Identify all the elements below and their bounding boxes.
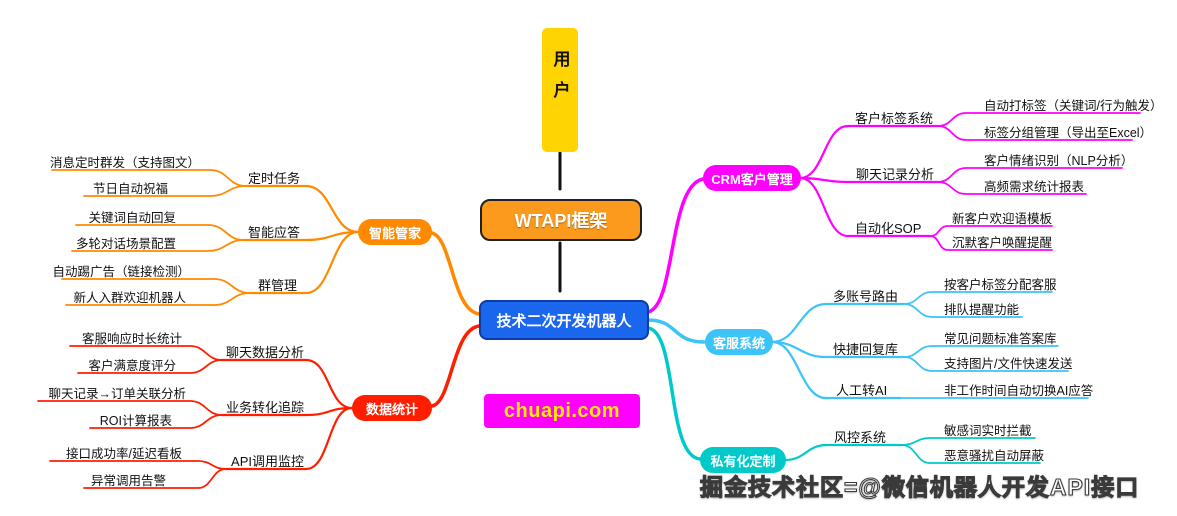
watermark-text: 掘金技术社区=@微信机器人开发API接口 bbox=[699, 473, 1140, 500]
leaf-node[interactable]: 节日自动祝福 bbox=[92, 182, 168, 196]
leaf-node[interactable]: 支持图片/文件快速发送 bbox=[944, 357, 1073, 371]
leaf-node[interactable]: 关键词自动回复 bbox=[88, 211, 176, 225]
node-smart-butler[interactable]: 智能管家 bbox=[358, 219, 432, 245]
leaf-node[interactable]: 按客户标签分配客服 bbox=[944, 278, 1057, 292]
leaf-node[interactable]: 敏感词实时拦截 bbox=[944, 424, 1032, 438]
node-multi-account-routing[interactable]: 多账号路由 bbox=[833, 289, 899, 304]
leaf-node[interactable]: 非工作时间自动切换AI应答 bbox=[944, 384, 1094, 398]
node-chat-record-analysis[interactable]: 聊天记录分析 bbox=[856, 167, 935, 182]
node-human-to-ai[interactable]: 人工转AI bbox=[836, 383, 888, 398]
node-service-system[interactable]: 客服系统 bbox=[705, 329, 773, 355]
leaf-node[interactable]: 异常调用告警 bbox=[90, 474, 166, 488]
site-label[interactable]: chuapi.com bbox=[484, 394, 640, 428]
leaf-node[interactable]: 新客户欢迎语模板 bbox=[952, 212, 1053, 226]
node-risk-control[interactable]: 风控系统 bbox=[834, 430, 887, 445]
leaf-node[interactable]: 标签分组管理（导出至Excel） bbox=[984, 126, 1153, 140]
leaf-node[interactable]: 接口成功率/延迟看板 bbox=[66, 447, 182, 461]
node-main-topic[interactable]: 技术二次开发机器人 bbox=[479, 300, 649, 340]
node-chat-analysis[interactable]: 聊天数据分析 bbox=[225, 345, 304, 360]
node-conversion-tracking[interactable]: 业务转化追踪 bbox=[225, 400, 304, 415]
node-api-monitoring[interactable]: API调用监控 bbox=[231, 454, 304, 469]
leaf-node[interactable]: 客服响应时长统计 bbox=[81, 332, 182, 346]
leaf-node[interactable]: 客户情绪识别（NLP分析） bbox=[984, 154, 1134, 168]
leaf-node[interactable]: ROI计算报表 bbox=[99, 414, 172, 428]
node-scheduled-tasks[interactable]: 定时任务 bbox=[247, 171, 300, 186]
leaf-node[interactable]: 消息定时群发（支持图文） bbox=[49, 156, 200, 170]
leaf-node[interactable]: 新人入群欢迎机器人 bbox=[73, 291, 186, 305]
leaf-node[interactable]: 多轮对话场景配置 bbox=[75, 237, 176, 251]
node-smart-reply[interactable]: 智能应答 bbox=[247, 225, 300, 240]
leaf-node[interactable]: 沉默客户唤醒提醒 bbox=[952, 236, 1053, 250]
leaf-node[interactable]: 自动踢广告（链接检测） bbox=[52, 265, 190, 279]
node-group-management[interactable]: 群管理 bbox=[257, 278, 297, 293]
node-crm-management[interactable]: CRM客户管理 bbox=[703, 165, 801, 191]
node-customer-tags[interactable]: 客户标签系统 bbox=[855, 111, 934, 126]
leaf-node[interactable]: 恶意骚扰自动屏蔽 bbox=[944, 449, 1045, 463]
leaf-node[interactable]: 聊天记录→订单关联分析 bbox=[48, 387, 186, 401]
node-private-custom[interactable]: 私有化定制 bbox=[700, 447, 786, 473]
leaf-node[interactable]: 常见问题标准答案库 bbox=[944, 332, 1057, 346]
node-wtapi-framework[interactable]: WTAPI框架 bbox=[480, 199, 642, 241]
leaf-node[interactable]: 客户满意度评分 bbox=[88, 359, 176, 373]
node-quick-reply-library[interactable]: 快捷回复库 bbox=[833, 342, 899, 357]
leaf-node[interactable]: 自动打标签（关键词/行为触发） bbox=[984, 99, 1163, 113]
node-automation-sop[interactable]: 自动化SOP bbox=[855, 221, 922, 236]
node-user[interactable]: 用户 bbox=[542, 28, 578, 152]
node-data-statistics[interactable]: 数据统计 bbox=[352, 395, 432, 421]
leaf-node[interactable]: 排队提醒功能 bbox=[944, 303, 1020, 317]
leaf-node[interactable]: 高频需求统计报表 bbox=[984, 180, 1085, 194]
